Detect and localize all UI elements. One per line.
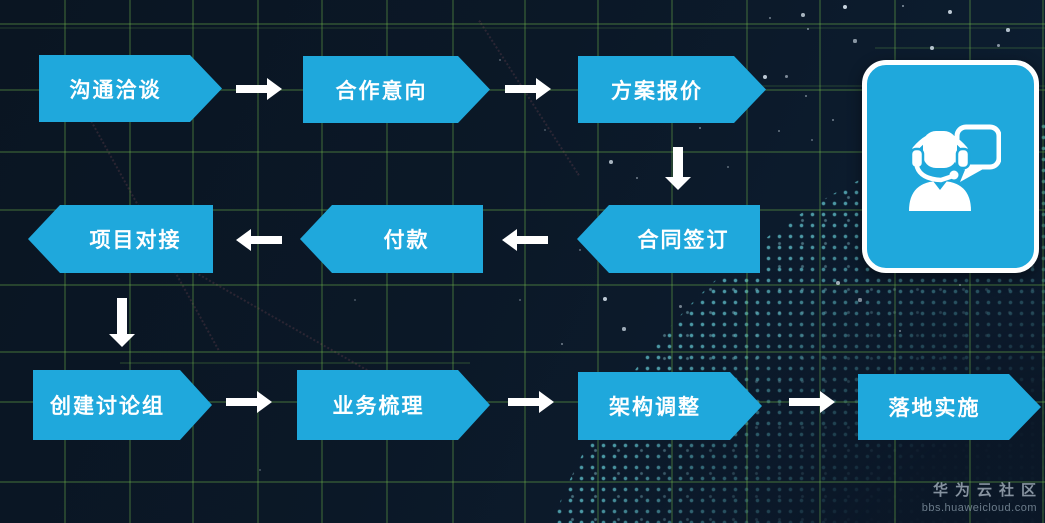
arrow-right-icon <box>789 391 835 413</box>
arrow-left-icon <box>236 229 282 251</box>
arrow-down-icon <box>665 147 691 190</box>
arrow-right-icon <box>508 391 554 413</box>
speech-bubble-tail <box>959 164 985 182</box>
node-architecture-adjustment: 架构调整 <box>578 372 762 440</box>
arrow-down-icon <box>109 298 135 347</box>
node-business-review: 业务梳理 <box>297 370 490 440</box>
node-landing-implementation: 落地实施 <box>858 374 1041 440</box>
node-cooperation-intention: 合作意向 <box>303 56 490 123</box>
customer-support-headset-icon <box>908 124 1001 211</box>
node-create-discussion-group: 创建讨论组 <box>33 370 212 440</box>
node-proposal-quotation: 方案报价 <box>578 56 766 123</box>
node-project-handover: 项目对接 <box>28 205 213 273</box>
watermark-huawei-cloud-community: 华为云社区 <box>932 482 1043 499</box>
node-contract-signing: 合同签订 <box>577 205 760 273</box>
arrow-right-icon <box>236 78 282 100</box>
watermark-site-url: bbs.huaweicloud.com <box>921 502 1037 514</box>
arrow-right-icon <box>505 78 551 100</box>
customer-support-panel <box>862 60 1039 273</box>
watermark: 华为云社区 bbs.huaweicloud.com <box>922 479 1037 514</box>
node-communication-negotiation: 沟通洽谈 <box>39 55 222 122</box>
arrow-right-icon <box>226 391 272 413</box>
node-payment: 付款 <box>300 205 483 273</box>
arrow-left-icon <box>502 229 548 251</box>
